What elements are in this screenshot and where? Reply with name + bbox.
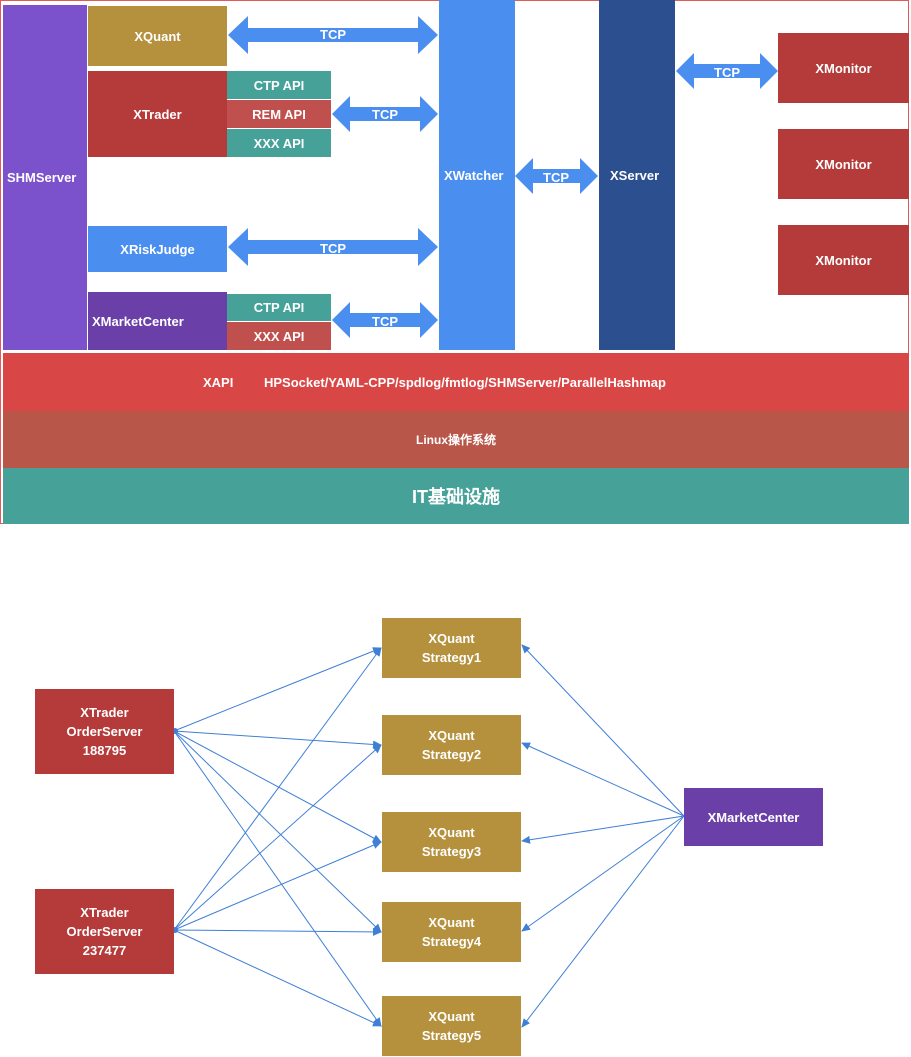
xwatcher-label: XWatcher xyxy=(444,167,504,183)
xtrader-xxx-api-label: XXX API xyxy=(253,135,305,151)
tcp-label-xmonitor: TCP xyxy=(714,65,740,80)
strategy-4: XQuant Strategy4 xyxy=(382,902,521,962)
tcp-label-xquant: TCP xyxy=(320,27,346,42)
xtrader-xxx-api: XXX API xyxy=(227,129,331,157)
xmonitor-1-label: XMonitor xyxy=(815,60,872,76)
trader-orderserver-1: XTrader OrderServer 188795 xyxy=(35,689,174,774)
trader-1-id: 188795 xyxy=(82,743,127,758)
xserver-label: XServer xyxy=(610,167,660,183)
tcp-arrow-xriskjudge xyxy=(228,228,438,266)
trader-1-line1: XTrader xyxy=(80,705,129,720)
infra-layer: IT基础设施 xyxy=(3,468,909,524)
tcp-arrow-xtrader xyxy=(332,96,438,132)
xapi-label: XAPI xyxy=(203,374,234,390)
tcp-arrow-xmonitor xyxy=(676,53,778,89)
tcp-arrow-xquant xyxy=(228,16,438,54)
tcp-label-xriskjudge: TCP xyxy=(320,241,346,256)
trader-2-id: 237477 xyxy=(82,943,127,958)
tcp-label-xtrader: TCP xyxy=(372,107,398,122)
strategy-2-line1: XQuant xyxy=(428,728,475,743)
trader-links xyxy=(173,647,382,1027)
strategy-3: XQuant Strategy3 xyxy=(382,812,521,872)
os-label: Linux操作系统 xyxy=(416,433,496,447)
tcp-arrow-xmarketcenter xyxy=(332,302,438,338)
os-layer: Linux操作系统 xyxy=(3,411,909,468)
strategy-1-line2: Strategy1 xyxy=(421,650,482,665)
strategy-4-line1: XQuant xyxy=(428,915,475,930)
strategy-2: XQuant Strategy2 xyxy=(382,715,521,775)
xtrader-ctp-api-label: CTP API xyxy=(253,77,305,93)
strategy-5: XQuant Strategy5 xyxy=(382,996,521,1056)
xtrader-rem-api: REM API xyxy=(227,100,331,128)
xtrader-rem-api-label: REM API xyxy=(252,106,306,122)
xapi-layer: XAPI HPSocket/YAML-CPP/spdlog/fmtlog/SHM… xyxy=(3,353,909,411)
xtrader-ctp-api: CTP API xyxy=(227,71,331,99)
xmonitor-1: XMonitor xyxy=(778,33,909,103)
strategy-3-line2: Strategy3 xyxy=(421,844,482,859)
xmarketcenter-label: XMarketCenter xyxy=(92,313,184,329)
xserver-block: XServer xyxy=(599,0,675,350)
xriskjudge-block: XRiskJudge xyxy=(88,226,227,272)
xmonitor-3-label: XMonitor xyxy=(815,252,872,268)
strategy-5-line1: XQuant xyxy=(428,1009,475,1024)
xmonitor-2-label: XMonitor xyxy=(815,156,872,172)
trader-2-line2: OrderServer xyxy=(66,924,143,939)
xmarketcenter-ctp-api: CTP API xyxy=(227,294,331,321)
xmarketcenter-xxx-api-label: XXX API xyxy=(253,328,305,344)
tcp-arrow-xserver xyxy=(515,158,598,194)
shmserver-label: SHMServer xyxy=(7,170,77,185)
trader-1-line2: OrderServer xyxy=(66,724,143,739)
trader-2-line1: XTrader xyxy=(80,905,129,920)
infra-label: IT基础设施 xyxy=(412,487,500,507)
xtrader-label: XTrader xyxy=(133,106,182,122)
market-links xyxy=(521,644,685,1028)
xquant-label: XQuant xyxy=(134,28,181,44)
market-center-node: XMarketCenter xyxy=(684,788,823,846)
xmarketcenter-xxx-api: XXX API xyxy=(227,322,331,350)
xmarketcenter-block: XMarketCenter xyxy=(88,292,227,350)
strategy-5-line2: Strategy5 xyxy=(421,1028,482,1043)
xmonitor-3: XMonitor xyxy=(778,225,909,295)
trader-orderserver-2: XTrader OrderServer 237477 xyxy=(35,889,174,974)
xmonitor-2: XMonitor xyxy=(778,129,909,199)
xwatcher-block: XWatcher xyxy=(439,0,515,350)
market-center-label: XMarketCenter xyxy=(707,809,800,825)
tcp-label-xmarketcenter: TCP xyxy=(372,314,398,329)
xriskjudge-label: XRiskJudge xyxy=(120,241,195,257)
strategy-4-line2: Strategy4 xyxy=(421,934,482,949)
strategy-2-line2: Strategy2 xyxy=(421,747,482,762)
strategy-1-line1: XQuant xyxy=(428,631,475,646)
xquant-block: XQuant xyxy=(88,6,227,66)
strategy-3-line1: XQuant xyxy=(428,825,475,840)
xmarketcenter-ctp-api-label: CTP API xyxy=(253,300,305,315)
shmserver-block: SHMServer xyxy=(3,5,87,350)
libs-label: HPSocket/YAML-CPP/spdlog/fmtlog/SHMServe… xyxy=(264,374,666,390)
xtrader-block: XTrader xyxy=(88,71,227,157)
tcp-label-xserver: TCP xyxy=(543,170,569,185)
strategy-1: XQuant Strategy1 xyxy=(382,618,521,678)
